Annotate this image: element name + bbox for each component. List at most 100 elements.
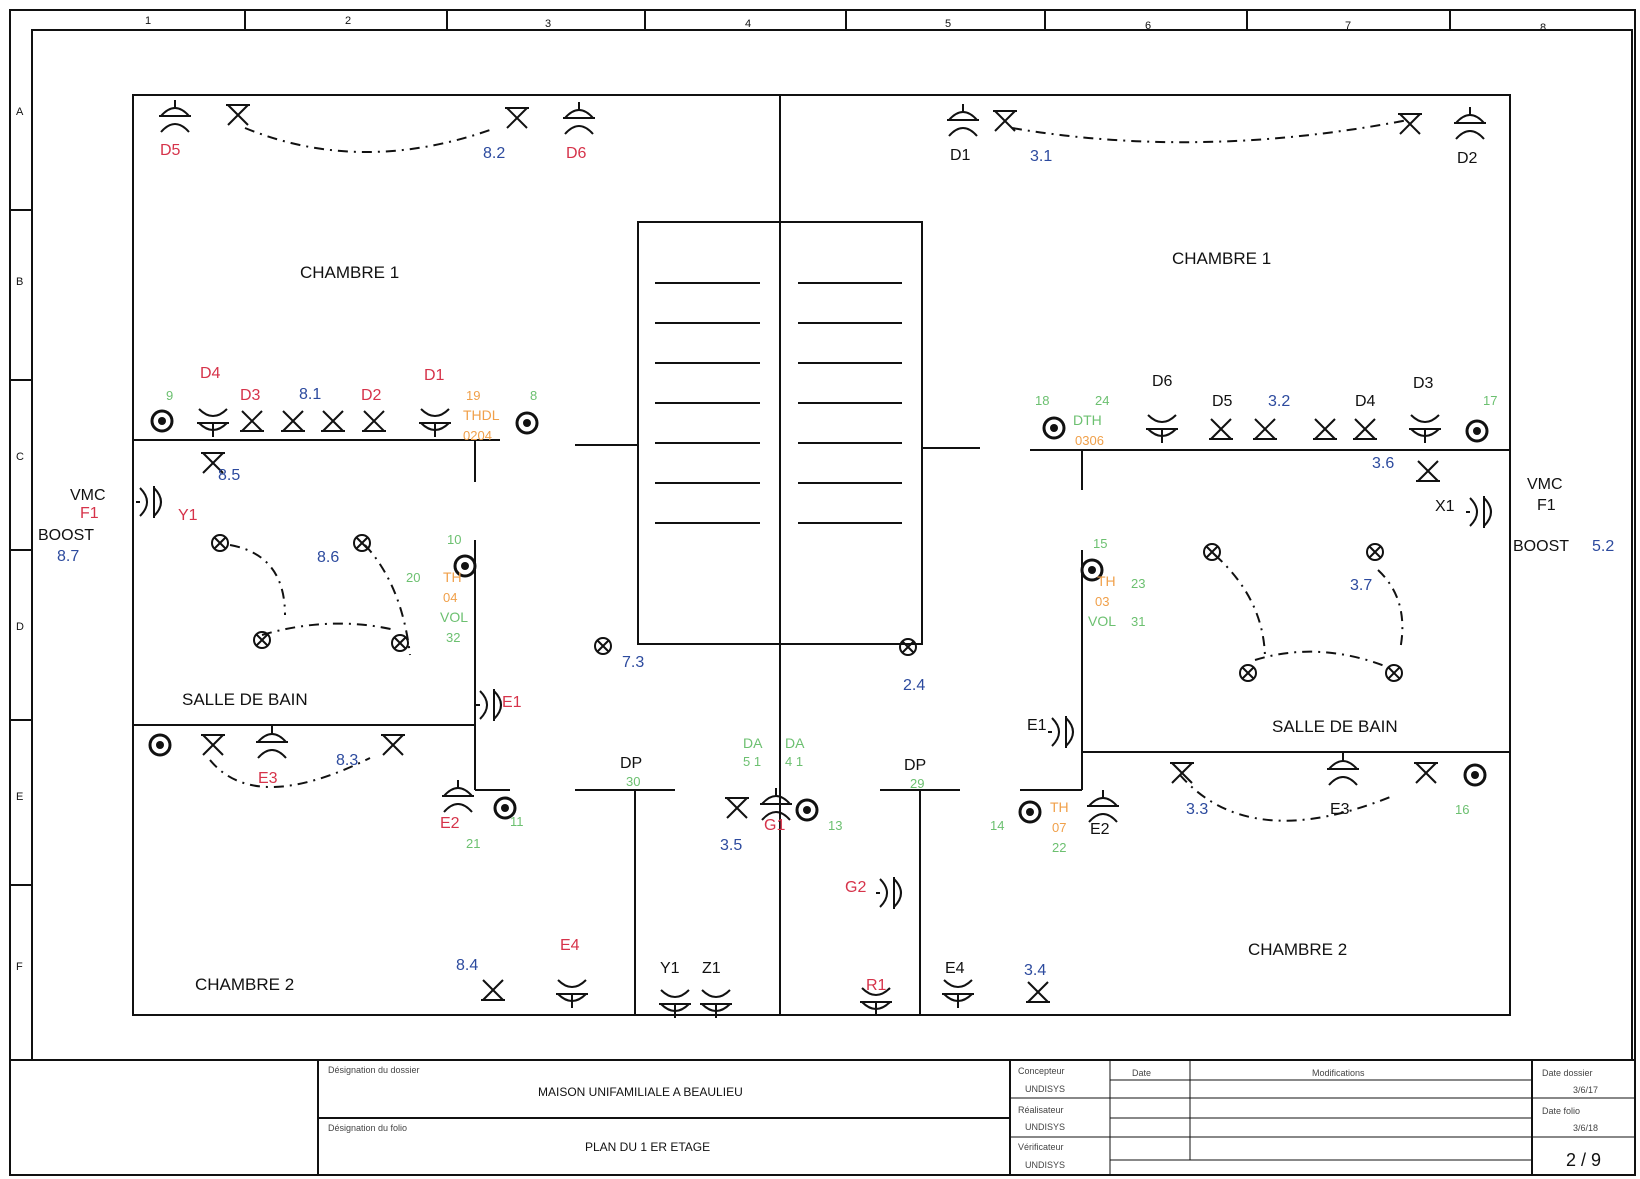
outlet-icon (941, 979, 975, 1009)
circuit-label: D6 (566, 145, 587, 162)
circuit-label: Y1 (660, 960, 680, 977)
switch-icon (504, 107, 530, 129)
lamp-icon (594, 637, 612, 655)
circuit-label: TH (1050, 799, 1069, 815)
lamp-icon (899, 638, 917, 656)
circuit-label: E3 (258, 770, 278, 787)
circuit-label: DA (785, 735, 805, 751)
switch-icon (1312, 418, 1338, 440)
column-number: 2 (345, 15, 351, 27)
row-letter: B (16, 276, 23, 288)
circuit-number: 03 (1095, 594, 1109, 609)
room-label: SALLE DE BAIN (1272, 717, 1398, 736)
switch-icon (225, 104, 251, 126)
socket-icon (795, 798, 819, 822)
vmc-label: F1 (1537, 497, 1556, 514)
circuit-label: D2 (1457, 150, 1478, 167)
circuit-label: D3 (1413, 375, 1434, 392)
switch-icon (992, 110, 1018, 132)
circuit-label: D1 (424, 367, 445, 384)
column-number: 3 (545, 18, 551, 30)
outlet-icon (946, 103, 980, 137)
stair-treads (655, 282, 902, 524)
circuit-label: VOL (1088, 613, 1116, 629)
circuit-number: 29 (910, 776, 924, 791)
column-number: 1 (145, 15, 151, 27)
switch-icon (239, 410, 265, 432)
circuit-number: 23 (1131, 576, 1145, 591)
circuit-label: 5.2 (1592, 538, 1614, 555)
row-letter: A (16, 106, 24, 118)
row-letter: F (16, 961, 23, 973)
title-caption: Désignation du folio (328, 1123, 407, 1133)
circuit-label: 3.6 (1372, 455, 1394, 472)
circuit-label: THDL (463, 407, 500, 423)
walls (132, 94, 1511, 1016)
title-caption: Désignation du dossier (328, 1065, 420, 1075)
circuit-label: D6 (1152, 373, 1173, 390)
row-letter: C (16, 451, 24, 463)
concepteur-value: UNDISYS (1025, 1084, 1065, 1094)
circuit-label: 7.3 (622, 654, 644, 671)
circuit-number: 24 (1095, 393, 1109, 408)
circuit-number: 13 (828, 818, 842, 833)
date-dossier-value: 3/6/17 (1573, 1085, 1598, 1095)
folio-name: PLAN DU 1 ER ETAGE (585, 1140, 710, 1154)
circuit-label: 8.1 (299, 386, 321, 403)
circuit-label: 3.3 (1186, 801, 1208, 818)
socket-icon (1018, 800, 1042, 824)
outlet-icon (699, 989, 733, 1019)
column-number: 4 (745, 18, 751, 30)
socket-icon (150, 409, 174, 433)
outlet-icon (1453, 106, 1487, 140)
circuit-label: E4 (945, 960, 965, 977)
row-letter: E (16, 791, 23, 803)
title-caption: Date (1132, 1068, 1151, 1078)
outlet-icon (1408, 414, 1442, 444)
circuit-label: G1 (764, 817, 785, 834)
row-letter: D (16, 621, 24, 633)
switch-icon (1352, 418, 1378, 440)
circuit-number: 8 (530, 388, 537, 403)
circuit-number: 9 (166, 388, 173, 403)
switch-icon (1208, 418, 1234, 440)
circuit-label: 3.5 (720, 837, 742, 854)
outlet-icon (1326, 752, 1360, 786)
circuit-number: 4 1 (785, 754, 803, 769)
circuit-label: 3.1 (1030, 148, 1052, 165)
verificateur-value: UNDISYS (1025, 1160, 1065, 1170)
vmc-label: BOOST (38, 527, 94, 544)
circuit-number: 5 1 (743, 754, 761, 769)
switch-icon (380, 734, 406, 756)
title-caption: Date dossier (1542, 1068, 1593, 1078)
circuit-label: 8.5 (218, 467, 240, 484)
circuit-label: G2 (845, 879, 866, 896)
circuit-number: 0306 (1075, 433, 1104, 448)
circuit-label: 3.2 (1268, 393, 1290, 410)
circuit-label: E2 (440, 815, 460, 832)
room-label: CHAMBRE 1 (1172, 249, 1271, 268)
circuit-label: DP (620, 755, 642, 772)
switch-icon (1169, 762, 1195, 784)
vmc-label: F1 (80, 505, 99, 522)
circuit-number: 15 (1093, 536, 1107, 551)
switch-icon (1415, 460, 1441, 482)
circuit-number: 14 (990, 818, 1004, 833)
switch-icon (480, 979, 506, 1001)
switch-icon (200, 734, 226, 756)
circuit-label: VOL (440, 609, 468, 625)
circuit-number: 16 (1455, 802, 1469, 817)
title-caption: Réalisateur (1018, 1105, 1064, 1115)
vmc-label: BOOST (1513, 538, 1569, 555)
lamp-icon (353, 534, 371, 552)
lamp-icon (1203, 543, 1221, 561)
lamp-icon (1239, 664, 1257, 682)
circuit-number: 18 (1035, 393, 1049, 408)
column-number: 8 (1540, 22, 1546, 34)
column-number: 6 (1145, 20, 1151, 32)
circuit-number: 31 (1131, 614, 1145, 629)
circuit-label: DP (904, 757, 926, 774)
switch-icon (320, 410, 346, 432)
switch-icon (361, 410, 387, 432)
circuit-number: 04 (443, 590, 457, 605)
